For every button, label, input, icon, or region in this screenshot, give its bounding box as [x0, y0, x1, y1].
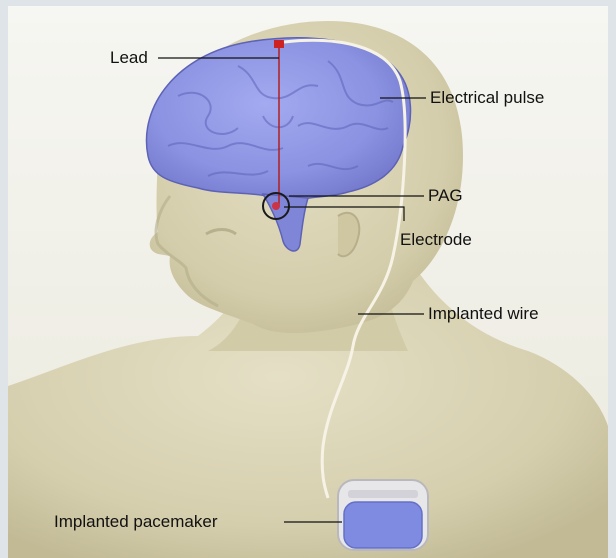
illustration-panel: Lead Electrical pulse PAG Electrode Impl… [8, 6, 608, 558]
label-electrode: Electrode [400, 230, 472, 250]
label-implanted-wire: Implanted wire [428, 304, 539, 324]
lead-marker [274, 40, 284, 48]
pacemaker-device [338, 480, 428, 550]
label-pag: PAG [428, 186, 463, 206]
electrode-dot [272, 202, 280, 210]
label-lead: Lead [110, 48, 148, 68]
label-electrical-pulse: Electrical pulse [430, 88, 544, 108]
label-implanted-pacemaker: Implanted pacemaker [54, 512, 217, 532]
